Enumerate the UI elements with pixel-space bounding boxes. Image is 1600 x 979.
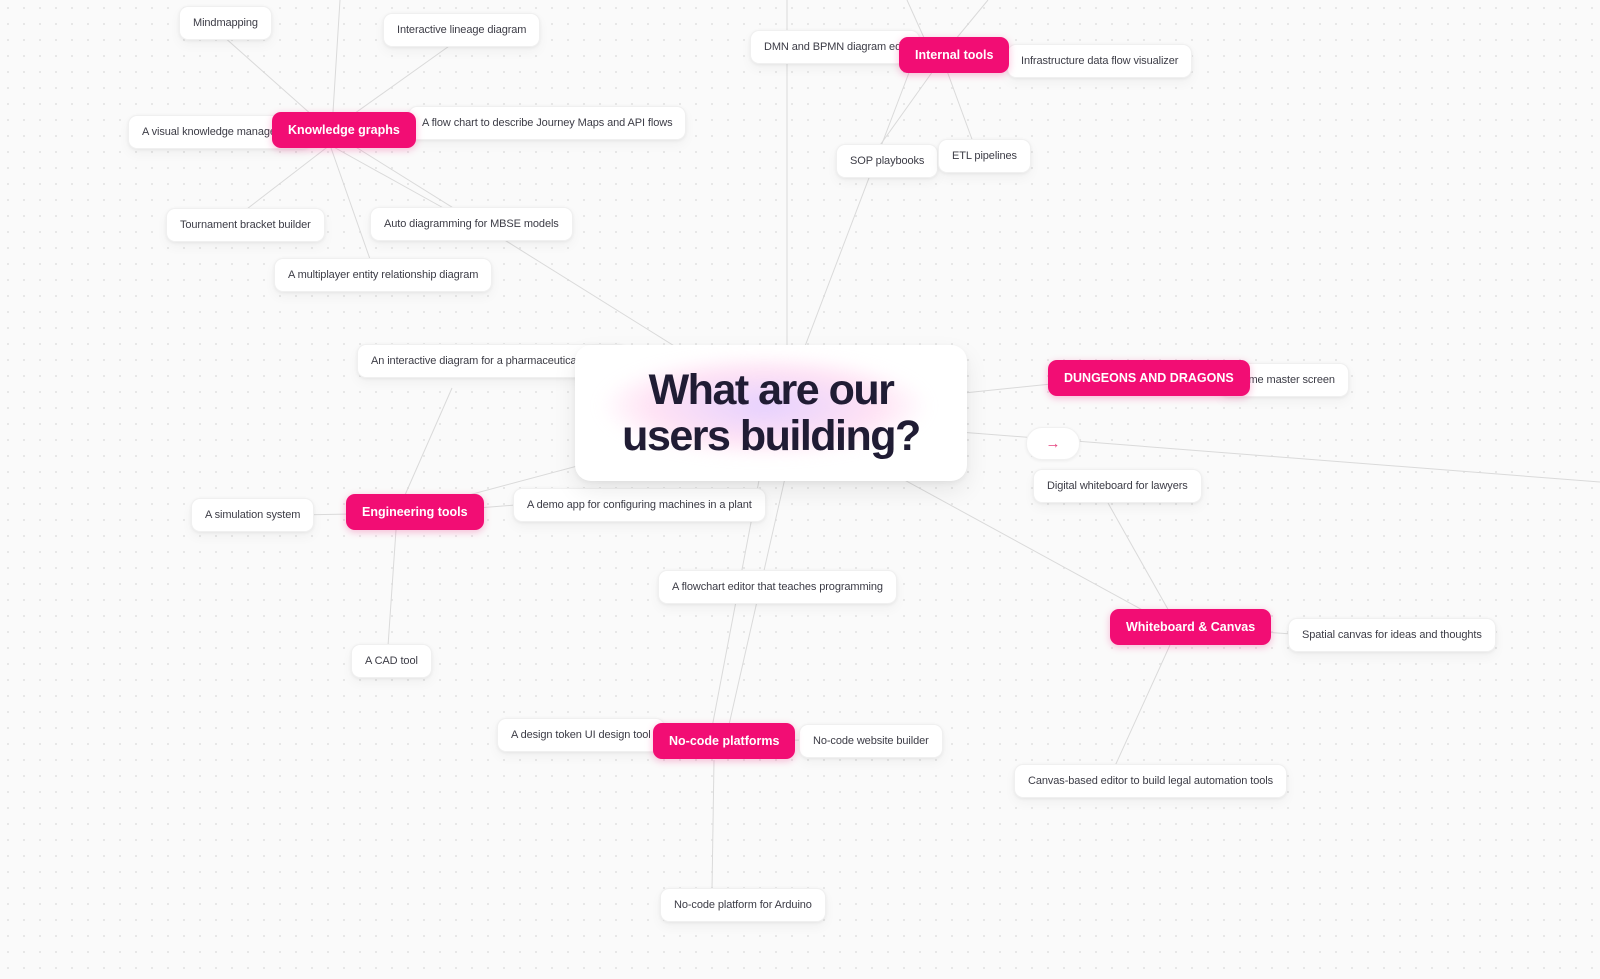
card-spatial-canvas[interactable]: Spatial canvas for ideas and thoughts xyxy=(1288,618,1496,652)
card-mbse-models[interactable]: Auto diagramming for MBSE models xyxy=(370,207,573,241)
branch-nocode-platforms[interactable]: No-code platforms xyxy=(653,723,796,759)
card-mindmapping[interactable]: Mindmapping xyxy=(179,6,272,40)
card-tournament-bracket[interactable]: Tournament bracket builder xyxy=(166,208,325,242)
card-journey-maps-flowchart[interactable]: A flow chart to describe Journey Maps an… xyxy=(408,106,687,140)
topic-title: What are our users building? xyxy=(622,366,921,460)
card-arduino-nocode[interactable]: No-code platform for Arduino xyxy=(660,888,826,922)
card-sop-playbooks[interactable]: SOP playbooks xyxy=(836,144,939,178)
card-etl-pipelines[interactable]: ETL pipelines xyxy=(938,139,1031,173)
card-infra-dataflow[interactable]: Infrastructure data flow visualizer xyxy=(1007,44,1193,78)
card-lawyer-whiteboard[interactable]: Digital whiteboard for lawyers xyxy=(1033,469,1202,503)
branch-internal-tools[interactable]: Internal tools xyxy=(899,37,1010,73)
arrow-right-icon: → xyxy=(1045,435,1061,452)
central-topic[interactable]: What are our users building? xyxy=(575,345,967,481)
card-teaching-flowchart[interactable]: A flowchart editor that teaches programm… xyxy=(658,570,897,604)
card-multiplayer-erd[interactable]: A multiplayer entity relationship diagra… xyxy=(274,258,493,292)
card-interactive-lineage[interactable]: Interactive lineage diagram xyxy=(383,13,541,47)
card-nocode-website[interactable]: No-code website builder xyxy=(799,724,943,758)
card-cad-tool[interactable]: A CAD tool xyxy=(351,644,432,678)
branch-knowledge-graphs[interactable]: Knowledge graphs xyxy=(272,112,416,148)
collapse-toggle-button[interactable]: → xyxy=(1026,427,1080,460)
branch-dungeons-and-dragons[interactable]: DUNGEONS AND DRAGONS xyxy=(1048,360,1250,396)
branch-engineering-tools[interactable]: Engineering tools xyxy=(346,494,484,530)
card-design-token-ui[interactable]: A design token UI design tool xyxy=(497,718,665,752)
branch-whiteboard-canvas[interactable]: Whiteboard & Canvas xyxy=(1110,609,1272,645)
topic-glow xyxy=(598,355,944,468)
card-machine-config-demo[interactable]: A demo app for configuring machines in a… xyxy=(513,488,766,522)
card-legal-automation[interactable]: Canvas-based editor to build legal autom… xyxy=(1014,764,1288,798)
card-simulation-system[interactable]: A simulation system xyxy=(191,498,315,532)
card-dmn-bpmn-editor[interactable]: DMN and BPMN diagram edit xyxy=(750,30,921,64)
